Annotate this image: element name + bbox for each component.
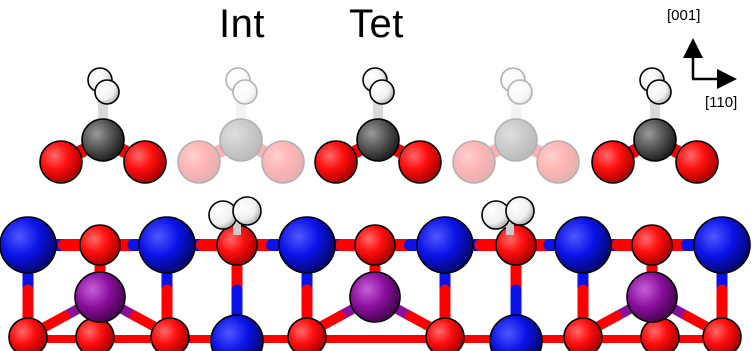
surface-metal-atom	[138, 216, 196, 274]
surface-hydrogen-atom	[505, 196, 535, 226]
site-label-tet: Tet	[349, 2, 404, 46]
purple-metal-atom	[349, 271, 401, 323]
molecule-oxygen-atom	[261, 140, 305, 184]
bottom-oxygen-atom	[8, 317, 48, 351]
surface-hydrogen-atom	[232, 196, 262, 226]
site-label-int: Int	[219, 2, 265, 46]
molecule-oxygen-atom	[123, 140, 167, 184]
molecule-hydrogen-atom	[94, 79, 120, 105]
molecule-carbon-atom	[81, 118, 125, 162]
molecule-oxygen-atom	[177, 140, 221, 184]
molecule-oxygen-atom	[314, 140, 358, 184]
molecule-oxygen-atom	[39, 140, 83, 184]
surface-metal-atom	[0, 216, 57, 274]
surface-oxygen-atom	[354, 224, 396, 266]
axis-label-110: [110]	[705, 94, 738, 111]
molecule-oxygen-atom	[536, 140, 580, 184]
molecule-tet	[39, 67, 167, 184]
molecule-oxygen-atom	[591, 140, 635, 184]
molecule-carbon-atom	[494, 118, 538, 162]
molecule-carbon-atom	[219, 118, 263, 162]
molecule-hydrogen-atom	[646, 79, 672, 105]
molecule-tet	[314, 67, 442, 184]
surface-oxygen-atom	[631, 224, 673, 266]
bottom-oxygen-atom	[425, 317, 465, 351]
surface-metal-atom	[693, 216, 751, 274]
surface-oxygen-atom	[79, 224, 121, 266]
bottom-metal-atom	[210, 314, 264, 351]
molecule-hydrogen-atom	[232, 79, 258, 105]
purple-metal-atom	[626, 271, 678, 323]
purple-metal-atom	[74, 271, 126, 323]
surface-metal-atom	[554, 216, 612, 274]
crystal-axes-indicator	[683, 38, 737, 89]
molecule-oxygen-atom	[452, 140, 496, 184]
bottom-oxygen-atom	[75, 317, 115, 351]
adsorbed-molecules	[39, 67, 719, 184]
bottom-oxygen-atom	[702, 317, 742, 351]
bottom-oxygen-atom	[287, 317, 327, 351]
bottom-metal-atom	[489, 314, 543, 351]
surface-oxygen-atom	[495, 224, 537, 266]
molecule-carbon-atom	[633, 118, 677, 162]
molecule-hydrogen-atom	[507, 79, 533, 105]
oxide-slab	[0, 196, 751, 351]
bottom-oxygen-atom	[150, 317, 190, 351]
bottom-oxygen-atom	[563, 317, 603, 351]
molecule-hydrogen-atom	[369, 79, 395, 105]
molecule-int	[452, 67, 580, 184]
surface-metal-atom	[416, 216, 474, 274]
molecule-oxygen-atom	[675, 140, 719, 184]
molecule-int	[177, 67, 305, 184]
surface-metal-atom	[278, 216, 336, 274]
molecule-oxygen-atom	[398, 140, 442, 184]
molecule-tet	[591, 67, 719, 184]
bottom-oxygen-atom	[640, 317, 680, 351]
molecule-carbon-atom	[356, 118, 400, 162]
axis-label-001: [001]	[667, 7, 701, 24]
